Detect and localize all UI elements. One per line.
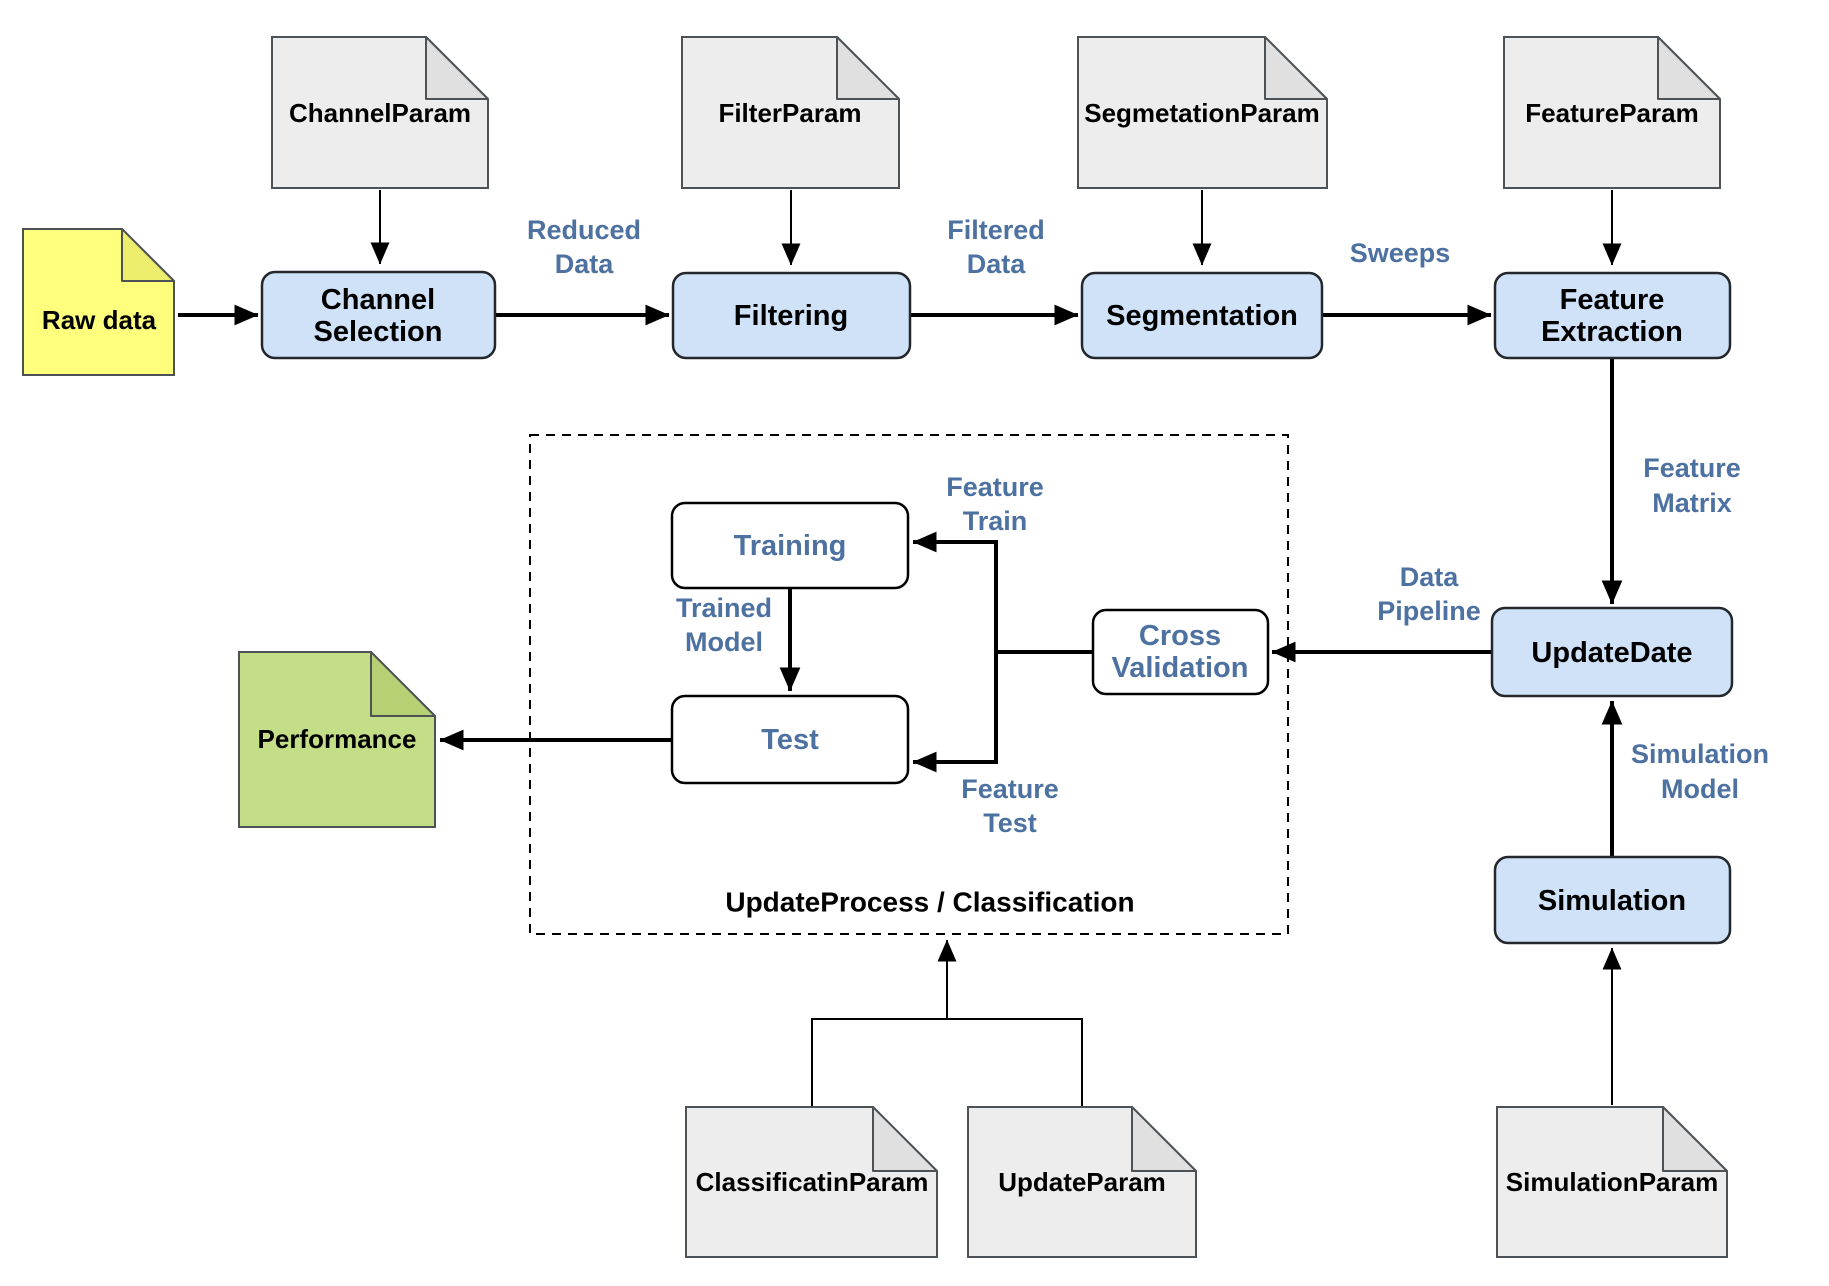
- label-simulation-model-line1: Simulation: [1631, 739, 1769, 769]
- doc-simulation-param-fold: [1662, 1106, 1728, 1172]
- label-reduced-data-line2: Data: [555, 249, 615, 279]
- node-channel-selection-label-line2: Selection: [314, 316, 443, 348]
- edges: [178, 190, 1623, 1107]
- doc-filter-param-fold: [836, 36, 900, 100]
- label-feature-test-line1: Feature: [961, 774, 1059, 804]
- doc-channel-param: ChannelParam: [271, 36, 489, 189]
- node-filtering-box: [671, 271, 912, 360]
- node-update-date-label: UpdateDate: [1531, 637, 1692, 669]
- doc-update-param: UpdateParam: [967, 1106, 1197, 1258]
- doc-performance-fold: [370, 651, 436, 717]
- node-cross-validation-label-line1: Cross: [1139, 620, 1221, 652]
- doc-filter-param-label: FilterParam: [718, 98, 861, 128]
- doc-segmetation-param-fold: [1264, 36, 1328, 100]
- edge-labels: Reduced Data Filtered Data Sweeps Featur…: [527, 215, 1769, 918]
- edge-param-merge-bracket: [811, 1018, 1083, 1107]
- node-feature-extraction-label-line2: Extraction: [1541, 316, 1683, 348]
- label-reduced-data-line1: Reduced: [527, 215, 641, 245]
- doc-classificatin-param-fold: [872, 1106, 938, 1172]
- node-simulation: Simulation: [1493, 855, 1732, 945]
- doc-channel-param-fold: [425, 36, 489, 100]
- node-filtering: Filtering: [671, 271, 912, 360]
- doc-raw-data-fold: [121, 228, 175, 282]
- doc-raw-data: Raw data: [22, 228, 175, 376]
- doc-update-param-label: UpdateParam: [998, 1167, 1166, 1197]
- doc-segmetation-param: SegmetationParam: [1077, 36, 1328, 189]
- node-feature-extraction: Feature Extraction: [1493, 271, 1732, 360]
- node-test: Test: [670, 694, 910, 785]
- documents: Raw data ChannelParam FilterParam Segmet…: [22, 36, 1728, 1258]
- label-feature-test-line2: Test: [983, 808, 1037, 838]
- update-process-group-boundary: [529, 434, 1289, 935]
- doc-feature-param: FeatureParam: [1503, 36, 1721, 189]
- label-filtered-data-line1: Filtered: [947, 215, 1045, 245]
- doc-feature-param-fold: [1657, 36, 1721, 100]
- node-training-label: Training: [734, 530, 847, 562]
- doc-simulation-param-label: SimulationParam: [1506, 1167, 1718, 1197]
- label-data-pipeline-line1: Data: [1400, 562, 1460, 592]
- node-test-box: [670, 694, 910, 785]
- doc-update-param-fold: [1131, 1106, 1197, 1172]
- node-cross-validation-box: [1091, 608, 1270, 696]
- doc-raw-data-shape: [22, 228, 175, 376]
- doc-simulation-param: SimulationParam: [1496, 1106, 1728, 1258]
- node-feature-extraction-label-line1: Feature: [1560, 284, 1665, 316]
- process-nodes: Channel Selection Filtering Segmentation…: [260, 270, 1734, 945]
- node-channel-selection-label-line1: Channel: [321, 284, 435, 316]
- node-cross-validation-label-line2: Validation: [1112, 652, 1249, 684]
- label-feature-matrix-line2: Matrix: [1652, 488, 1732, 518]
- label-filtered-data-line2: Data: [967, 249, 1027, 279]
- node-cross-validation: Cross Validation: [1091, 608, 1270, 696]
- doc-classificatin-param: ClassificatinParam: [685, 1106, 938, 1258]
- label-simulation-model-line2: Model: [1661, 774, 1739, 804]
- doc-channel-param-label: ChannelParam: [289, 98, 471, 128]
- node-simulation-box: [1493, 855, 1732, 945]
- node-test-label: Test: [761, 724, 819, 756]
- label-sweeps: Sweeps: [1350, 238, 1451, 268]
- label-feature-train-line2: Train: [963, 506, 1028, 536]
- node-segmentation-label: Segmentation: [1106, 300, 1298, 332]
- doc-filter-param: FilterParam: [681, 36, 900, 189]
- node-training-box: [670, 501, 910, 590]
- doc-feature-param-label: FeatureParam: [1525, 98, 1698, 128]
- doc-segmetation-param-label: SegmetationParam: [1084, 98, 1320, 128]
- doc-performance: Performance: [238, 651, 436, 828]
- label-feature-train-line1: Feature: [946, 472, 1044, 502]
- node-training: Training: [670, 501, 910, 590]
- node-feature-extraction-box: [1493, 271, 1732, 360]
- doc-raw-data-label: Raw data: [42, 305, 157, 335]
- node-segmentation: Segmentation: [1080, 271, 1324, 360]
- doc-performance-label: Performance: [258, 724, 417, 754]
- label-data-pipeline-line2: Pipeline: [1377, 596, 1481, 626]
- node-channel-selection: Channel Selection: [260, 270, 497, 360]
- label-feature-matrix-line1: Feature: [1643, 453, 1741, 483]
- node-update-date-box: [1490, 606, 1734, 698]
- node-segmentation-box: [1080, 271, 1324, 360]
- doc-classificatin-param-label: ClassificatinParam: [696, 1167, 929, 1197]
- node-update-date: UpdateDate: [1490, 606, 1734, 698]
- node-channel-selection-box: [260, 270, 497, 360]
- node-simulation-label: Simulation: [1538, 885, 1686, 917]
- edge-cross-validation-junction: [994, 540, 1093, 764]
- label-trained-model-line2: Model: [685, 627, 763, 657]
- node-filtering-label: Filtering: [734, 300, 848, 332]
- label-update-process-group: UpdateProcess / Classification: [725, 887, 1134, 918]
- label-trained-model-line1: Trained: [676, 593, 772, 623]
